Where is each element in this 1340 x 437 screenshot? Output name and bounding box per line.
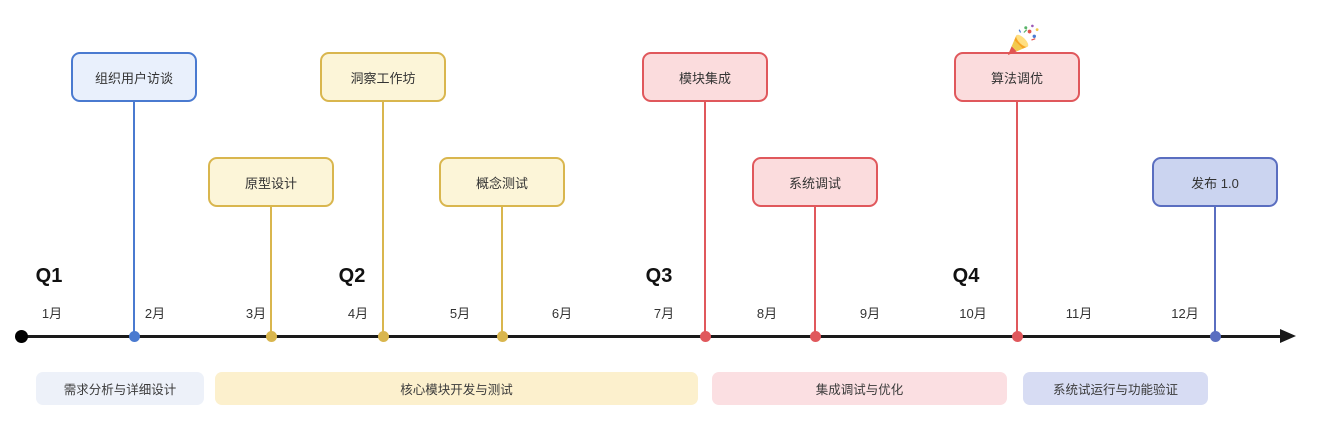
milestone-card[interactable]: 模块集成 (642, 52, 768, 102)
milestone-stem (501, 207, 503, 336)
month-label: 7月 (653, 306, 675, 321)
phase-label: 集成调试与优化 (815, 383, 904, 397)
month-label: 6月 (551, 306, 573, 321)
milestone-stem (704, 102, 706, 336)
milestone-stem (270, 207, 272, 336)
milestone-stem (1016, 102, 1018, 336)
milestone-dot (1011, 330, 1023, 342)
milestone-label: 发布 1.0 (1191, 175, 1239, 191)
month-label: 5月 (449, 306, 471, 321)
quarter-label-q1: Q1 (35, 265, 63, 287)
month-label: 1月 (41, 306, 63, 321)
phase-bar[interactable]: 需求分析与详细设计 (36, 372, 204, 405)
milestone-label: 算法调优 (990, 70, 1043, 86)
phase-label: 核心模块开发与测试 (400, 383, 513, 397)
phase-bar[interactable]: 系统试运行与功能验证 (1023, 372, 1208, 405)
milestone-label: 系统调试 (788, 175, 841, 191)
month-label: 10月 (959, 306, 987, 321)
milestone-card[interactable]: 组织用户访谈 (71, 52, 197, 102)
phase-label: 需求分析与详细设计 (63, 383, 177, 397)
milestone-label: 概念测试 (475, 175, 528, 191)
month-label: 2月 (144, 306, 166, 321)
milestone-dot (265, 330, 277, 342)
timeline-axis (21, 334, 1282, 338)
milestone-label: 原型设计 (244, 175, 297, 191)
month-label: 11月 (1065, 306, 1093, 321)
milestone-dot (496, 330, 508, 342)
milestone-card[interactable]: 原型设计 (208, 157, 334, 207)
milestone-card[interactable]: 洞察工作坊 (320, 52, 446, 102)
month-label: 3月 (245, 306, 267, 321)
milestone-dot (377, 330, 389, 342)
axis-arrowhead-icon (1280, 329, 1296, 343)
milestone-label: 组织用户访谈 (94, 70, 173, 86)
milestone-stem (133, 102, 135, 336)
month-label: 4月 (347, 306, 369, 321)
milestone-dot (128, 330, 140, 342)
month-label: 9月 (859, 306, 881, 321)
phase-bar[interactable]: 集成调试与优化 (712, 372, 1007, 405)
quarter-label-q2: Q2 (338, 265, 366, 287)
milestone-dot (1209, 330, 1221, 342)
party-popper-icon (1005, 24, 1039, 58)
axis-start-dot (14, 329, 28, 343)
milestone-card[interactable]: 系统调试 (752, 157, 878, 207)
milestone-card[interactable]: 概念测试 (439, 157, 565, 207)
milestone-stem (814, 207, 816, 336)
milestone-label: 模块集成 (678, 70, 731, 86)
milestone-dot (809, 330, 821, 342)
milestone-label: 洞察工作坊 (350, 70, 416, 86)
month-label: 8月 (756, 306, 778, 321)
month-label: 12月 (1171, 306, 1199, 321)
quarter-label-q4: Q4 (952, 265, 980, 287)
milestone-card[interactable]: 算法调优 (954, 52, 1080, 102)
phase-bar[interactable]: 核心模块开发与测试 (215, 372, 698, 405)
milestone-card[interactable]: 发布 1.0 (1152, 157, 1278, 207)
milestone-dot (699, 330, 711, 342)
phase-label: 系统试运行与功能验证 (1052, 383, 1178, 397)
milestone-stem (382, 102, 384, 336)
quarter-label-q3: Q3 (645, 265, 673, 287)
milestone-stem (1214, 207, 1216, 336)
